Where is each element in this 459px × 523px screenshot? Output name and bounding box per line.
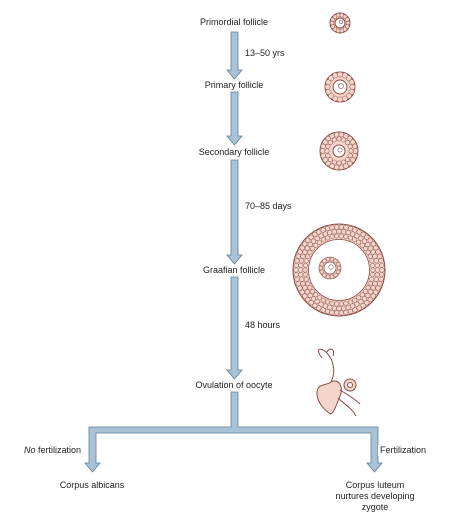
outcome-corpus-albicans: Corpus albicans xyxy=(57,480,127,491)
fertilization-label: Fertilization xyxy=(378,445,429,456)
ovulation-icon xyxy=(316,348,361,417)
stage-label-secondary: Secondary follicle xyxy=(196,147,272,158)
primordial-follicle-icon xyxy=(329,12,351,34)
duration-label-1: 13–50 yrs xyxy=(243,48,287,59)
stage-label-graafian: Graafian follicle xyxy=(200,265,268,276)
duration-label-2: 70–85 days xyxy=(243,201,294,212)
arrow-graafian-to-ovulation xyxy=(226,276,243,380)
stage-label-primary: Primary follicle xyxy=(202,80,266,91)
primary-follicle-icon xyxy=(324,71,356,103)
graafian-follicle-icon xyxy=(292,223,386,317)
secondary-follicle-icon xyxy=(319,131,359,171)
duration-label-3: 48 hours xyxy=(243,320,283,331)
arrow-branch-split xyxy=(84,391,383,473)
stage-label-ovulation: Ovulation of oocyte xyxy=(193,380,275,391)
arrow-secondary-to-graafian xyxy=(226,159,243,265)
arrow-primary-to-secondary xyxy=(226,91,243,146)
outcome-corpus-luteum: Corpus luteum nurtures developing zygote xyxy=(333,480,417,513)
stage-label-primordial: Primordial follicle xyxy=(197,17,271,28)
arrow-primordial-to-primary xyxy=(226,31,243,80)
no-fertilization-label: No fertilization xyxy=(22,445,84,456)
